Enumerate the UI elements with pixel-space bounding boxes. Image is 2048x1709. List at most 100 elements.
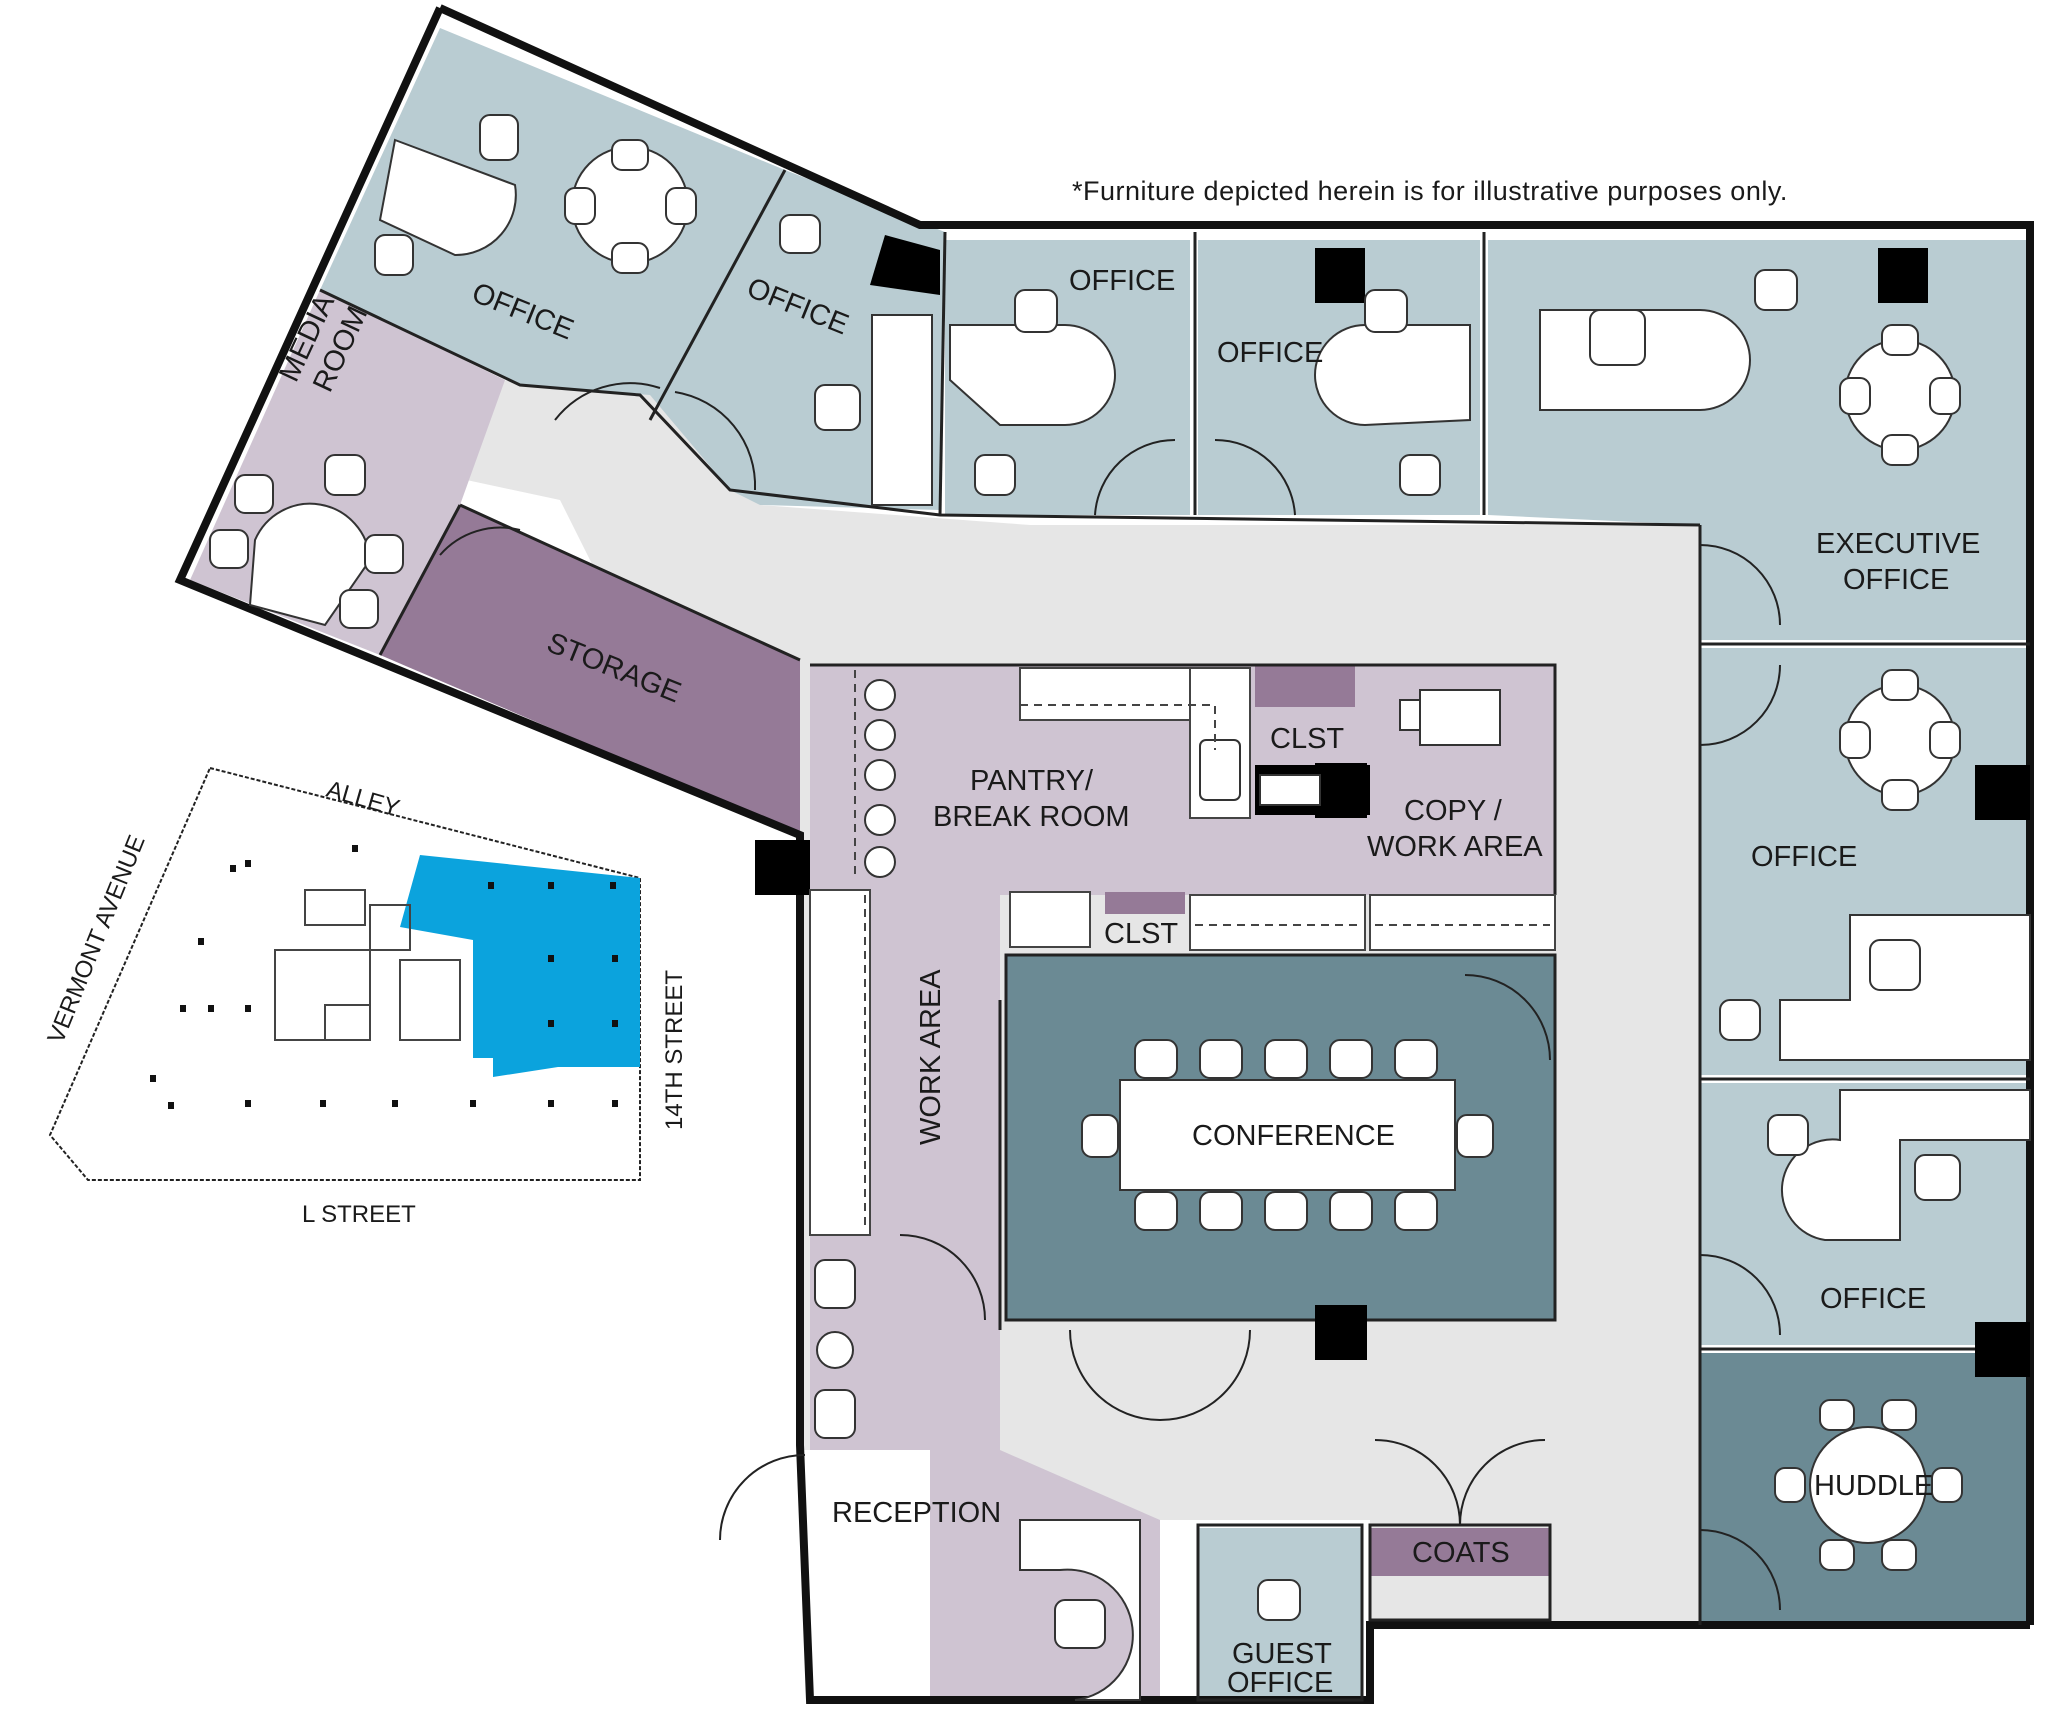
column	[1315, 1305, 1367, 1360]
wall-office3-west	[938, 231, 947, 516]
door-swing	[899, 1234, 986, 1321]
chair	[209, 529, 249, 569]
reception-chairs	[814, 1259, 856, 1439]
room-label-closet-1: CLST	[1270, 723, 1344, 755]
door-swing	[439, 526, 521, 556]
wall-storage-north	[459, 503, 801, 662]
wall-conference	[1004, 953, 1557, 1322]
room-label-guest-2: OFFICE	[1227, 1667, 1333, 1699]
chair	[1839, 377, 1871, 415]
chair	[1869, 939, 1921, 991]
chair	[1881, 324, 1919, 356]
chair	[1364, 289, 1408, 333]
door-swing	[1374, 1439, 1461, 1526]
chair	[1257, 1579, 1301, 1621]
chair	[324, 454, 366, 496]
bar-stools	[864, 679, 896, 878]
door-swing	[1159, 1329, 1251, 1421]
chair	[1929, 721, 1961, 759]
chair	[234, 474, 274, 514]
exterior-wall-west	[174, 6, 2030, 1704]
closet-2-floor	[1105, 892, 1185, 914]
room-label-guest-1: GUEST	[1232, 1638, 1332, 1670]
door-swing	[1699, 664, 1781, 746]
room-label-executive-2: OFFICE	[1843, 564, 1949, 596]
chair	[1839, 721, 1871, 759]
room-label-huddle: HUDDLE	[1814, 1470, 1933, 1502]
appliance	[1259, 774, 1321, 806]
door-swing	[719, 1454, 806, 1541]
chair	[1754, 269, 1798, 311]
column	[1315, 248, 1365, 303]
chair	[1399, 454, 1441, 496]
counter	[1369, 894, 1556, 951]
closet-1-floor	[1255, 665, 1355, 707]
chair	[1881, 779, 1919, 811]
door-swing	[1094, 438, 1176, 516]
column	[870, 235, 940, 295]
chair	[1774, 1467, 1806, 1503]
chair	[1767, 1114, 1809, 1156]
column	[755, 840, 810, 895]
conference-chairs	[1081, 1039, 1494, 1231]
key-plan-label-l-street: L STREET	[302, 1201, 416, 1228]
l-desk	[378, 138, 517, 257]
office-nw-floor	[320, 28, 785, 435]
copier-tray	[1399, 699, 1421, 731]
key-plan: ALLEY VERMONT AVENUE 14TH STREET L STREE…	[43, 766, 688, 1228]
door-swing	[1459, 1439, 1546, 1526]
chair	[1881, 434, 1919, 466]
room-label-copy-1: COPY /	[1404, 795, 1503, 827]
desk	[871, 314, 933, 506]
wall-support-zone	[810, 663, 1557, 895]
room-label-copy-2: WORK AREA	[1367, 831, 1543, 863]
room-label-executive-1: EXECUTIVE	[1816, 528, 1980, 560]
column	[1975, 1322, 2030, 1377]
wall-media-south	[378, 504, 462, 656]
chair	[1014, 289, 1058, 333]
disclaimer-text: *Furniture depicted herein is for illust…	[1072, 176, 1788, 206]
l-desk	[1314, 324, 1471, 427]
copier	[1419, 689, 1501, 746]
key-plan-label-14th: 14TH STREET	[661, 970, 688, 1130]
chair	[1719, 999, 1761, 1041]
chair	[779, 214, 821, 254]
round-table	[1809, 1426, 1927, 1544]
room-label-coats: COATS	[1412, 1537, 1510, 1569]
column	[1878, 248, 1928, 303]
key-plan-columns	[150, 845, 618, 1109]
reception-desk	[1019, 1519, 1141, 1701]
chair	[1914, 1154, 1961, 1201]
chair	[1819, 1539, 1855, 1571]
wall-office2-west	[648, 169, 787, 421]
column	[1975, 765, 2030, 820]
door-swing	[1214, 438, 1296, 516]
door-swing	[554, 382, 661, 421]
chair	[974, 454, 1016, 496]
chair	[1589, 309, 1646, 366]
room-label-pantry-2: BREAK ROOM	[933, 801, 1130, 833]
room-label-office-n3: OFFICE	[1069, 265, 1175, 297]
work-counter	[809, 889, 871, 1236]
key-plan-suite-highlight	[400, 855, 640, 1077]
door-swing	[1069, 1329, 1161, 1421]
storage-floor	[380, 505, 800, 835]
chair	[814, 384, 861, 431]
chair-group	[374, 114, 697, 276]
room-label-reception: RECEPTION	[832, 1497, 1001, 1529]
room-label-closet-2: CLST	[1104, 918, 1178, 950]
room-label-office-n4: OFFICE	[1217, 337, 1323, 369]
wall-nw-office-south	[319, 288, 1701, 527]
room-label-office-e2: OFFICE	[1820, 1283, 1926, 1315]
l-desk	[1780, 1089, 2031, 1241]
chair	[1931, 1467, 1963, 1503]
room-label-conference: CONFERENCE	[1192, 1120, 1395, 1152]
room-label-pantry-1: PANTRY/	[970, 765, 1094, 797]
chair	[1881, 1539, 1917, 1571]
door-swing	[1699, 1254, 1781, 1336]
chair	[1819, 1399, 1855, 1431]
chair	[1881, 1399, 1917, 1431]
chair	[1881, 669, 1919, 701]
